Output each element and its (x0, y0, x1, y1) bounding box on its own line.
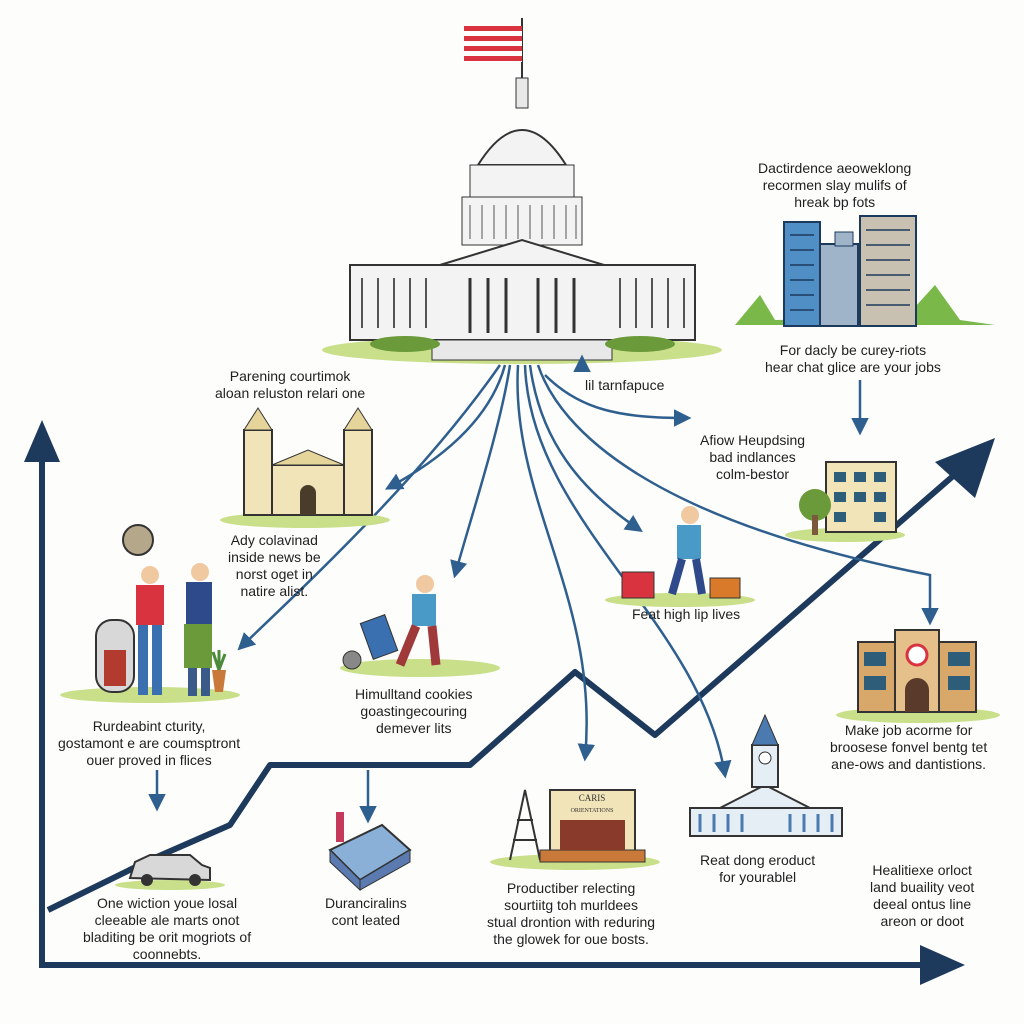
label-left-lower: Rurdeabint cturity,gostamont e are coums… (58, 718, 241, 768)
office-building-icon (785, 461, 905, 542)
city-map-icon (328, 812, 412, 892)
axes (24, 420, 965, 985)
label-center-small: lil tarnfapuce (585, 377, 665, 393)
capitol-building-icon (322, 18, 722, 364)
theater-stage-icon: CARIS ORIENTATIONS (490, 789, 660, 870)
town-hall-icon (689, 713, 843, 837)
label-center-mid: Feat high lip lives (632, 606, 741, 622)
worker-with-cart-icon (340, 575, 500, 677)
worker-with-boxes-icon (605, 506, 755, 607)
us-flag-icon (464, 26, 522, 62)
car-icon (115, 854, 225, 890)
cathedral-icon (220, 407, 390, 528)
school-building-icon (836, 629, 1000, 723)
stage-sign-line-2: ORIENTATIONS (571, 808, 614, 814)
people-icon (60, 524, 240, 703)
stage-sign-line-1: CARIS (579, 793, 606, 803)
city-skyline-icon (735, 215, 995, 327)
flow-arrows (237, 354, 939, 779)
